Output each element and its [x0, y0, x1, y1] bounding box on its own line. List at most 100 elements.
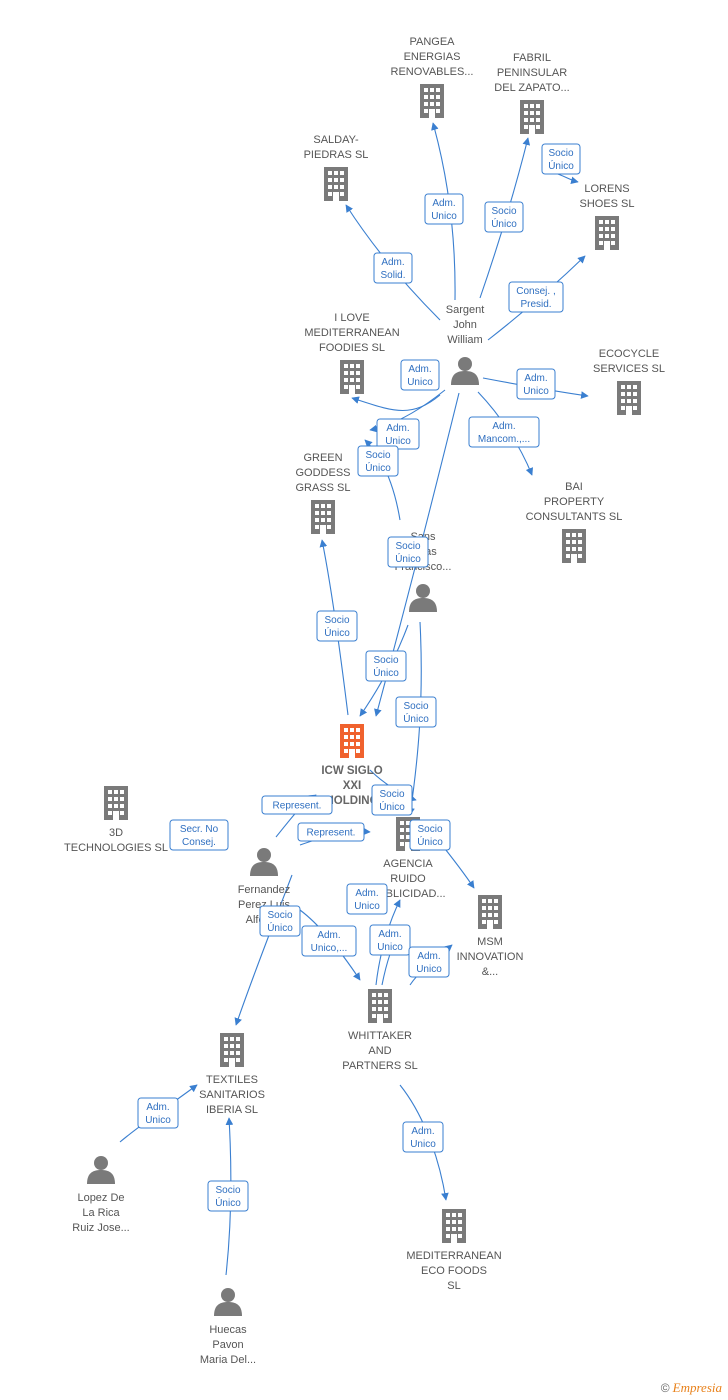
edge-label-text: Único: [267, 921, 293, 934]
edge-label-text: Adm.: [386, 423, 409, 434]
edge-label-tag[interactable]: Adm.Unico: [424, 193, 464, 225]
edge-label-text: Único: [324, 626, 350, 639]
edge-label-text: Socio: [215, 1185, 240, 1196]
edge-label-text: Socio: [491, 206, 516, 217]
building-icon: [520, 100, 544, 134]
edge-label-text: Único: [365, 461, 391, 474]
person-icon: [250, 848, 278, 876]
node-label: TECHNOLOGIES SL: [64, 842, 168, 854]
building-icon: [420, 84, 444, 118]
edge-label-tag[interactable]: Adm.Unico: [402, 1121, 444, 1153]
building-icon: [340, 360, 364, 394]
edge-label-text: Adm.: [492, 421, 515, 432]
node-label: AGENCIA: [383, 858, 433, 870]
edge-label-text: Solid.: [380, 270, 405, 281]
node-label: PANGEA: [409, 36, 455, 48]
edge-label-text: Único: [379, 800, 405, 813]
edge-label-text: Represent.: [273, 801, 322, 812]
footer-brand[interactable]: ©Empresia: [661, 1380, 722, 1396]
node-label: GRASS SL: [295, 482, 350, 494]
node-label: La Rica: [82, 1207, 120, 1219]
node-label: MEDITERRANEAN: [406, 1250, 501, 1262]
edge-label-text: Socio: [365, 450, 390, 461]
edge-label-tag[interactable]: Adm.Unico: [137, 1097, 179, 1129]
node-label: TEXTILES: [206, 1074, 258, 1086]
edge-label-tag[interactable]: Adm.Unico: [346, 883, 388, 915]
edge-line: [234, 874, 293, 1026]
edge-label-text: Consej. ,: [516, 286, 555, 297]
edge-label-text: Socio: [373, 655, 398, 666]
edge-label-tag[interactable]: Consej. , Presid.: [508, 281, 564, 313]
company-node[interactable]: MSMINNOVATION&...: [457, 895, 524, 978]
node-label: XXI: [343, 780, 362, 792]
person-icon: [451, 357, 479, 385]
edge-label-text: Presid.: [520, 299, 551, 310]
node-label: ECOCYCLE: [599, 348, 660, 360]
edge-label-text: Socio: [417, 824, 442, 835]
node-label: INNOVATION: [457, 951, 524, 963]
edge-label-text: Socio: [395, 541, 420, 552]
node-label: PUBLICIDAD...: [370, 888, 445, 900]
edge-label-tag[interactable]: Represent.: [297, 822, 365, 842]
edge-label-tag[interactable]: Adm.Unico: [369, 924, 411, 956]
edge-label-tag[interactable]: Adm.Unico: [516, 368, 556, 400]
edge-label-text: Secr. No: [180, 824, 219, 835]
edge-label-text: Unico,...: [311, 943, 348, 954]
company-node[interactable]: PANGEAENERGIASRENOVABLES...: [391, 36, 474, 118]
edge-label-tag[interactable]: Adm.Unico: [408, 946, 450, 978]
person-icon: [409, 584, 437, 612]
edge-label-text: Consej.: [182, 837, 216, 848]
node-label: Huecas: [209, 1324, 247, 1336]
edge-label-tag[interactable]: Represent.: [261, 795, 333, 815]
edge-label-text: Adm.: [355, 888, 378, 899]
edge-label-tag[interactable]: Adm.Solid.: [373, 252, 413, 284]
building-icon: [595, 216, 619, 250]
edge-label-text: Único: [215, 1196, 241, 1209]
node-label: SANITARIOS: [199, 1089, 265, 1101]
building-icon: [562, 529, 586, 563]
edge-label-tag[interactable]: Adm.Unico: [400, 359, 440, 391]
edge-label-tag[interactable]: Adm.Mancom.,...: [468, 416, 540, 448]
building-icon: [324, 167, 348, 201]
node-label: DEL ZAPATO...: [494, 82, 569, 94]
node-label: LORENS: [584, 183, 629, 195]
node-label: MEDITERRANEAN: [304, 327, 399, 339]
edge-label-tag[interactable]: Adm.Unico,...: [301, 925, 357, 957]
edge-label-tag[interactable]: Adm.Unico: [376, 418, 420, 450]
company-node[interactable]: AGENCIA RUIDO PUBLICIDAD...: [370, 817, 446, 900]
edge-label-text: Adm.: [432, 198, 455, 209]
node-label: ENERGIAS: [404, 51, 461, 63]
edge-line: [351, 394, 441, 412]
node-label: CONSULTANTS SL: [526, 511, 623, 523]
node-label: RUIDO: [390, 873, 426, 885]
edge-label-tag[interactable]: Secr. No Consej.: [169, 819, 229, 851]
company-node[interactable]: SALDAY-PIEDRAS SL: [304, 134, 369, 201]
node-label: Ruiz Jose...: [72, 1222, 129, 1234]
